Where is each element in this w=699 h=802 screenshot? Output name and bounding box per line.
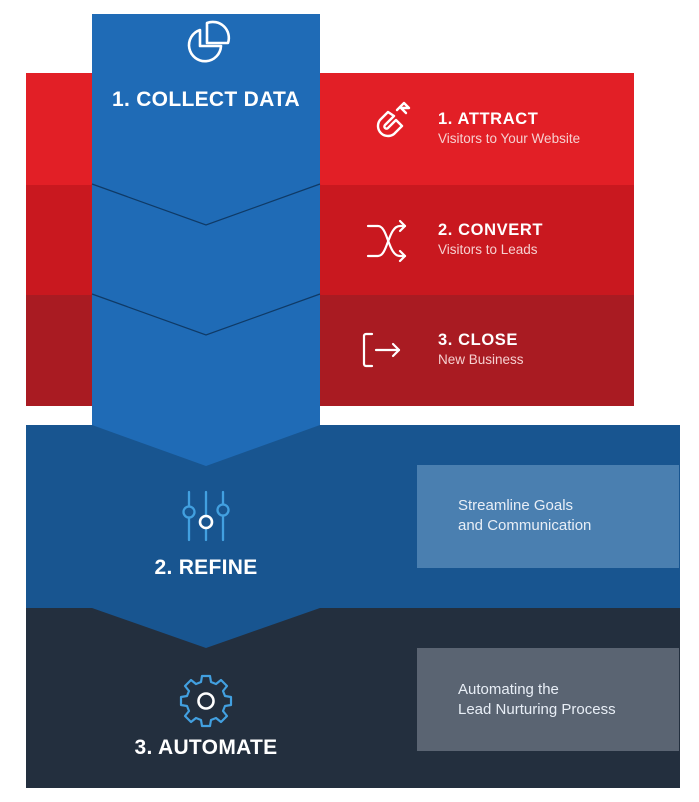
automate-box-line-1: Automating the: [458, 681, 559, 698]
convert-title: 2. CONVERT: [438, 221, 544, 239]
chevron-line: [91, 183, 321, 226]
refine-box-line-1: Streamline Goals: [458, 497, 574, 514]
gear-icon: [179, 674, 233, 728]
gear-icon-center: [197, 692, 215, 710]
close-subtitle: New Business: [438, 352, 524, 367]
sliders-icon-knob: [198, 514, 214, 530]
refine-box-line-2: and Communication: [458, 517, 592, 534]
magnet-icon: [376, 101, 411, 138]
collect-data-arrow: [92, 14, 320, 466]
automate-box-text: Automating the Lead Nurturing Process: [458, 680, 668, 720]
attract-title: 1. ATTRACT: [438, 110, 539, 128]
automate-box-line-2: Lead Nurturing Process: [458, 701, 616, 718]
refine-title: 2. REFINE: [154, 556, 258, 579]
chevron-line: [91, 293, 321, 336]
refine-info-box: [417, 465, 679, 568]
refine-box-text: Streamline Goals and Communication: [458, 496, 668, 536]
refine-arrow-tip: [92, 608, 320, 648]
convert-subtitle: Visitors to Leads: [438, 242, 538, 257]
sign-in-icon: [362, 332, 401, 368]
automate-title: 3. AUTOMATE: [134, 736, 278, 759]
pie-chart-icon: [187, 20, 231, 63]
close-title: 3. CLOSE: [438, 331, 518, 349]
automate-info-box: [417, 648, 679, 751]
attract-subtitle: Visitors to Your Website: [438, 131, 581, 146]
collect-data-title: 1. COLLECT DATA: [111, 88, 301, 111]
sliders-icon: [182, 490, 230, 542]
shuffle-icon: [366, 219, 407, 263]
